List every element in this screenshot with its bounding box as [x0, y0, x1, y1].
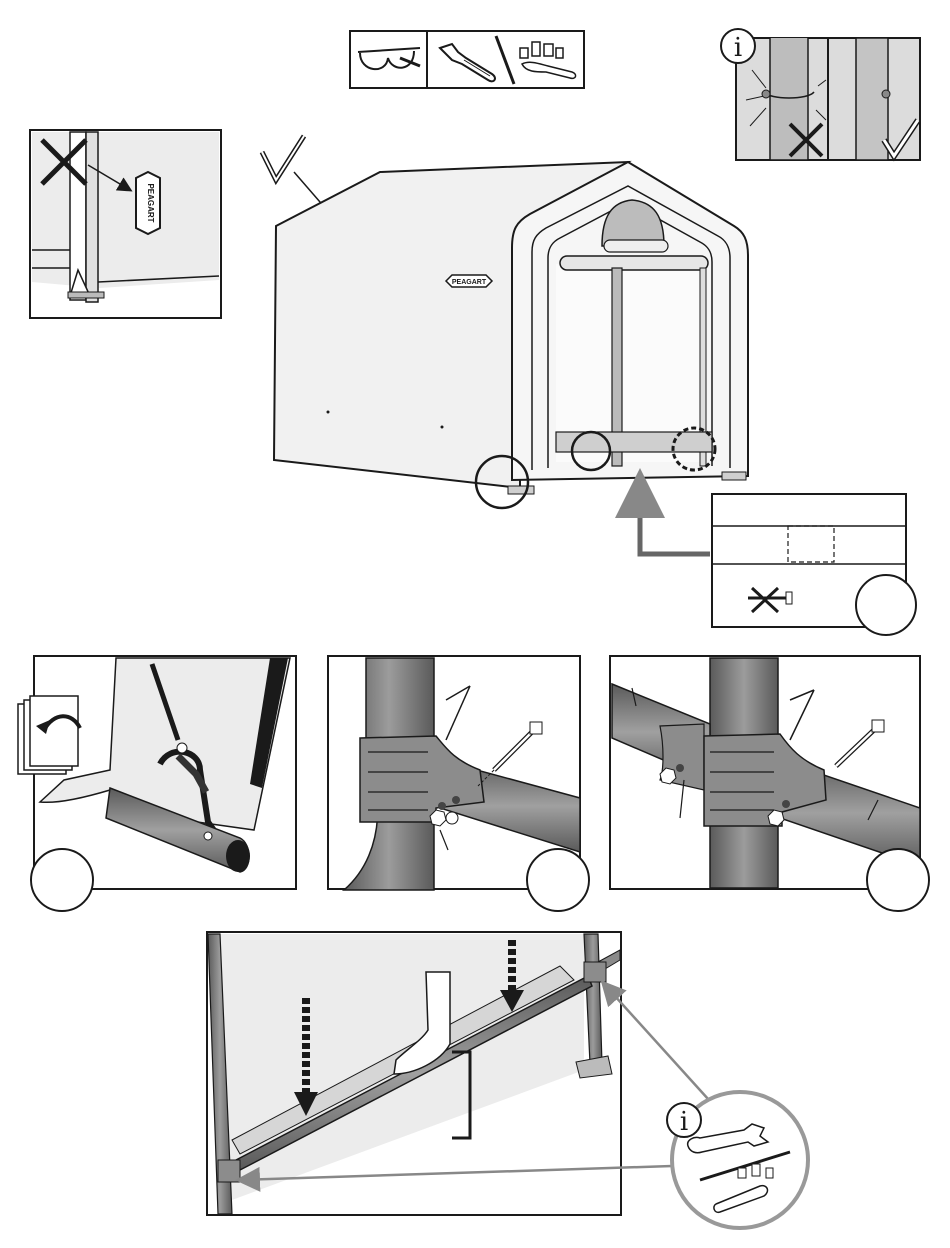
step-number-badge [867, 849, 929, 911]
svg-text:PEAGART: PEAGART [146, 183, 155, 222]
info-tighten-bolt-panel: i [721, 29, 920, 160]
correct-check-icon [262, 136, 304, 180]
svg-text:i: i [734, 33, 742, 63]
brand-logo: PEAGART [446, 275, 492, 287]
required-tools-panel [350, 31, 584, 88]
svg-text:PEAGART: PEAGART [452, 279, 487, 286]
info-icon: i [667, 1103, 701, 1137]
brand-logo-vertical: PEAGART [136, 172, 160, 234]
logo-placement-detail-panel: PEAGART [30, 130, 221, 318]
step-number-badge [527, 849, 589, 911]
base-bar-installation-panel: i [207, 932, 808, 1228]
info-tools-callout: i [667, 1092, 808, 1228]
strap-tension-panel [18, 656, 296, 911]
info-icon: i [721, 29, 755, 63]
tee-connector-bolt-panel [610, 656, 929, 911]
assembled-shed-illustration: PEAGART [262, 136, 748, 554]
manual-page-turn-icon [18, 696, 80, 774]
svg-text:i: i [680, 1107, 688, 1137]
no-screw-detail-panel [712, 494, 916, 635]
elbow-bolt-panel [328, 656, 589, 911]
step-number-badge [31, 849, 93, 911]
step-number-badge [856, 575, 916, 635]
